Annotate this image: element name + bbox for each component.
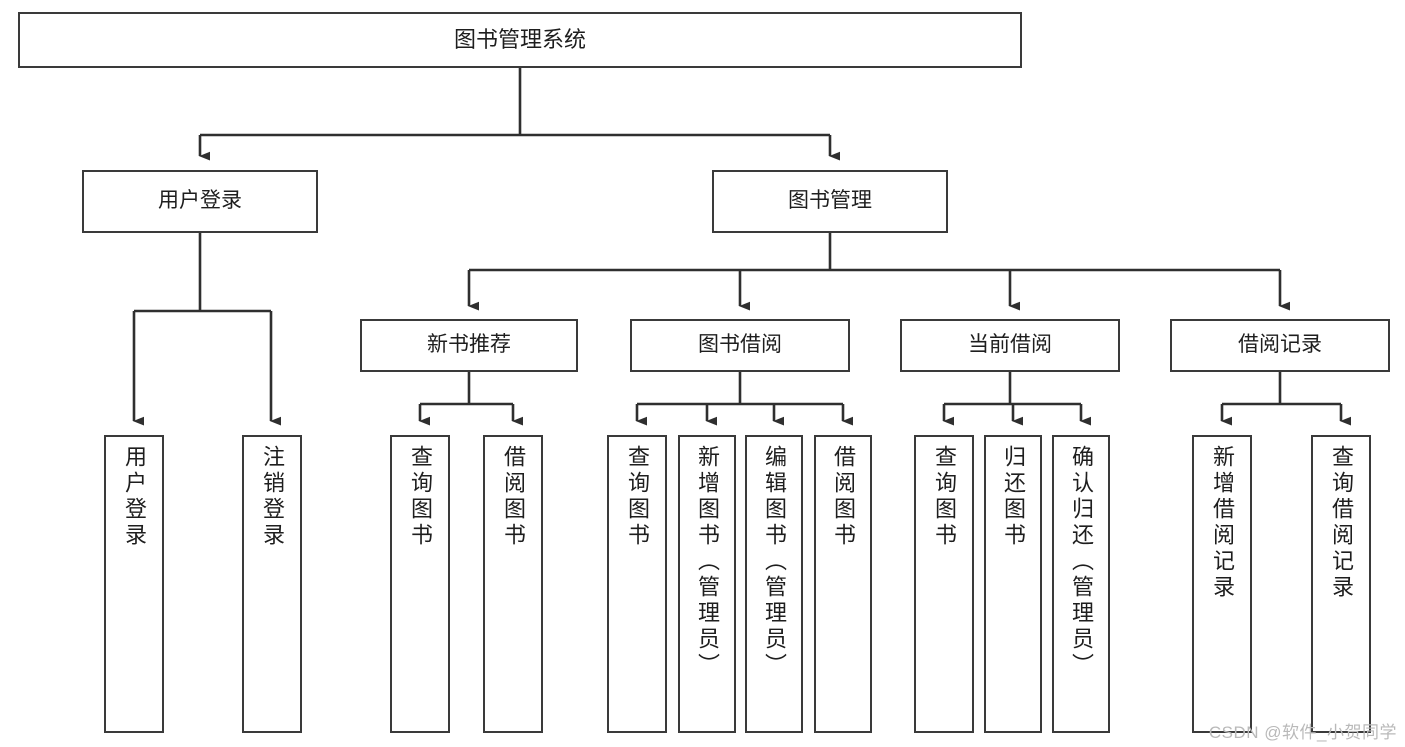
node-label: 图书管理系统 (453, 27, 586, 53)
node-label: 图书管理 (788, 189, 872, 213)
node-label: 借阅图书 (831, 445, 856, 549)
leaf-current-borrow-return[interactable]: 归还图书 (984, 435, 1042, 733)
leaf-book-borrow-query[interactable]: 查询图书 (607, 435, 667, 733)
leaf-new-book-query[interactable]: 查询图书 (390, 435, 450, 733)
node-label: 新书推荐 (427, 333, 511, 357)
leaf-current-borrow-query[interactable]: 查询图书 (914, 435, 974, 733)
leaf-new-book-borrow[interactable]: 借阅图书 (483, 435, 543, 733)
leaf-book-borrow-add-admin[interactable]: 新增图书（管理员） (678, 435, 736, 733)
node-label: 查询图书 (408, 445, 433, 549)
node-label: 查询图书 (625, 445, 650, 549)
node-book-management[interactable]: 图书管理 (712, 170, 948, 233)
node-current-borrow[interactable]: 当前借阅 (900, 319, 1120, 372)
node-label: 当前借阅 (968, 333, 1052, 357)
node-label: 查询图书 (932, 445, 957, 549)
watermark-text: CSDN @软件_小贺同学 (1208, 723, 1397, 742)
node-label: 归还图书 (1001, 445, 1026, 549)
node-label: 新增借阅记录 (1210, 445, 1235, 601)
node-label: 注销登录 (260, 445, 285, 549)
node-borrow-record[interactable]: 借阅记录 (1170, 319, 1390, 372)
node-book-borrow[interactable]: 图书借阅 (630, 319, 850, 372)
leaf-book-borrow-borrow[interactable]: 借阅图书 (814, 435, 872, 733)
node-label: 确认归还（管理员） (1069, 445, 1094, 679)
leaf-current-borrow-confirm-admin[interactable]: 确认归还（管理员） (1052, 435, 1110, 733)
node-label: 新增图书（管理员） (695, 445, 720, 679)
node-user-login[interactable]: 用户登录 (82, 170, 318, 233)
node-label: 借阅图书 (501, 445, 526, 549)
leaf-user-login-logout[interactable]: 注销登录 (242, 435, 302, 733)
leaf-borrow-record-query[interactable]: 查询借阅记录 (1311, 435, 1371, 733)
node-label: 查询借阅记录 (1329, 445, 1354, 601)
node-label: 图书借阅 (698, 333, 782, 357)
leaf-user-login-login[interactable]: 用户登录 (104, 435, 164, 733)
node-new-book-recommend[interactable]: 新书推荐 (360, 319, 578, 372)
node-label: 用户登录 (158, 189, 242, 213)
leaf-book-borrow-edit-admin[interactable]: 编辑图书（管理员） (745, 435, 803, 733)
node-root-book-management-system[interactable]: 图书管理系统 (18, 12, 1022, 68)
node-label: 编辑图书（管理员） (762, 445, 787, 679)
leaf-borrow-record-add[interactable]: 新增借阅记录 (1192, 435, 1252, 733)
node-label: 借阅记录 (1238, 333, 1322, 357)
node-label: 用户登录 (122, 445, 147, 549)
